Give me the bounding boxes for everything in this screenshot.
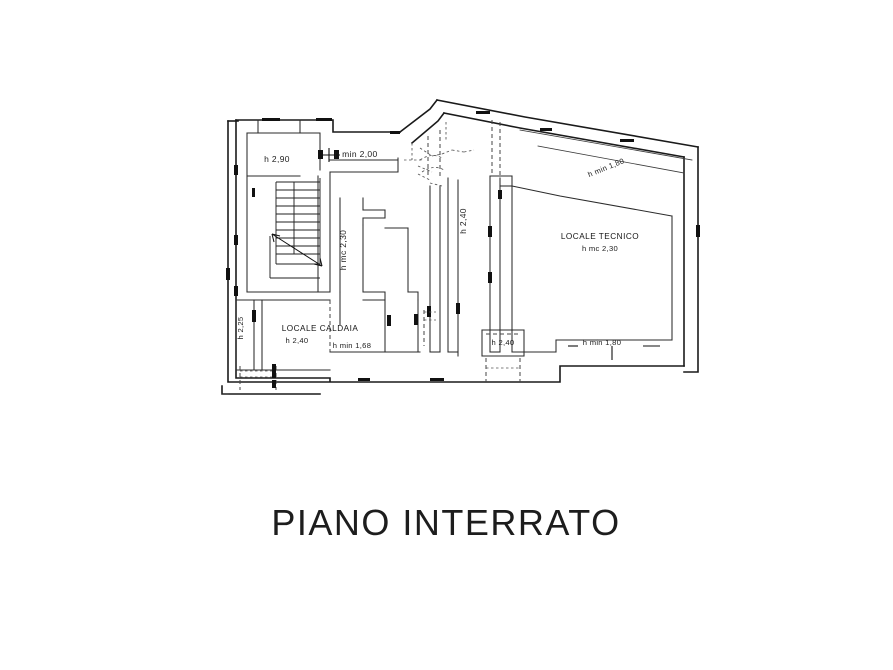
room-height-locale-tecnico: h mc 2,30 bbox=[582, 244, 618, 253]
perimeter-walls bbox=[227, 98, 699, 383]
central-left-corridor bbox=[329, 157, 421, 353]
bottom-entry-dashed bbox=[221, 364, 321, 395]
annotation-h-min-180-bottom: h min 1,80 bbox=[583, 338, 621, 347]
small-room-bottom-left bbox=[235, 299, 331, 371]
hidden-dashed-lines-upper bbox=[404, 120, 501, 187]
stair-direction-arrow bbox=[271, 233, 323, 267]
annotation-h-min-200: h min 2,00 bbox=[334, 149, 377, 159]
annotation-h-min-180-diagonal: h min 1,80 bbox=[587, 156, 626, 179]
annotation-h-290: h 2,90 bbox=[264, 154, 290, 164]
annotation-h-min-168: h min 1,68 bbox=[333, 341, 371, 350]
right-partition bbox=[481, 175, 525, 382]
room-label-locale-caldaia: LOCALE CALDAIA bbox=[282, 324, 359, 333]
staircase bbox=[269, 178, 323, 279]
annotation-h-240-middle: h 2,40 bbox=[458, 208, 468, 234]
stairwell-room bbox=[234, 119, 331, 296]
room-label-locale-tecnico: LOCALE TECNICO bbox=[561, 232, 639, 241]
locale-tecnico-room bbox=[511, 129, 693, 360]
annotation-h-225: h 2,25 bbox=[236, 317, 245, 340]
annotation-h-mc-230: h mc 2,30 bbox=[338, 230, 348, 270]
middle-corridor bbox=[423, 177, 460, 357]
room-height-locale-caldaia: h 2,40 bbox=[286, 336, 309, 345]
wall-openings bbox=[226, 111, 700, 381]
locale-caldaia-room bbox=[261, 299, 386, 371]
page-title: PIANO INTERRATO bbox=[271, 502, 620, 543]
annotation-h-240-bottom: h 2,40 bbox=[492, 338, 515, 347]
